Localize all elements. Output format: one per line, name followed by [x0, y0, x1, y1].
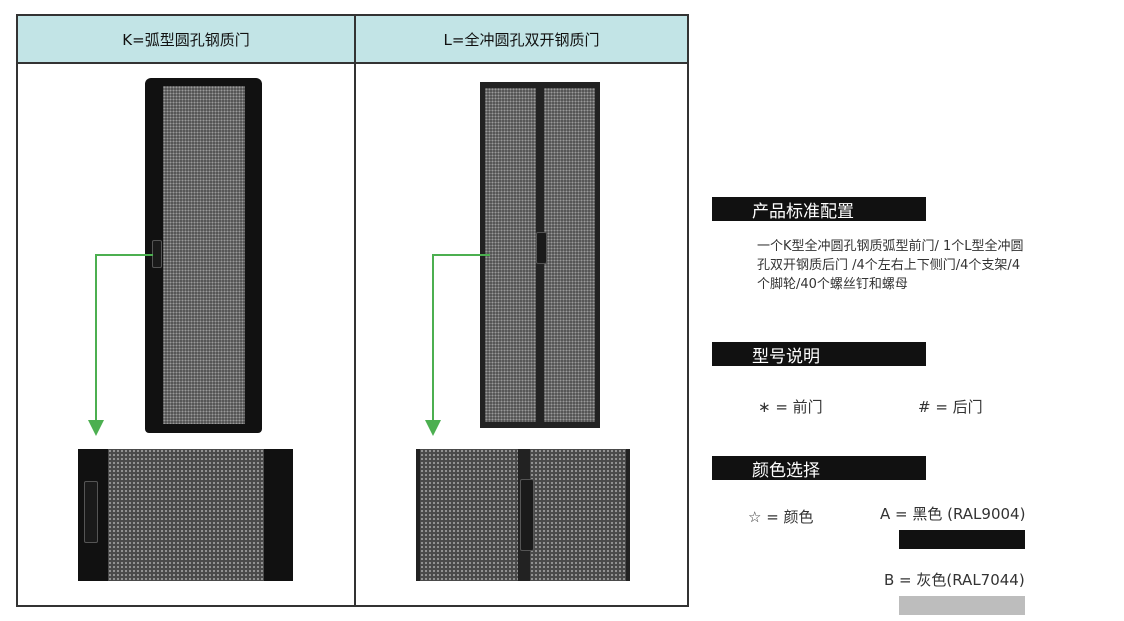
config-line-2: 孔双开钢质后门 /4个左右上下侧门/4个支架/4	[757, 258, 1021, 273]
l-door-mesh-left	[485, 88, 536, 422]
k-arrow-vertical	[95, 254, 97, 422]
l-door-detail-mesh-right	[530, 449, 626, 581]
k-arrow-horizontal	[95, 254, 153, 256]
l-door-detail-image	[416, 449, 630, 581]
door-comparison-table: K=弧型圆孔钢质门 L=全冲圆孔双开钢质门	[16, 14, 689, 607]
model-title: 型号说明	[712, 342, 926, 367]
l-arrow-head	[425, 420, 441, 436]
k-arrow-head	[88, 420, 104, 436]
color-option-a: A = 黑色 (RAL9004)	[880, 505, 1026, 523]
k-door-detail-mesh	[108, 449, 264, 581]
config-line-1: 一个K型全冲圆孔钢质弧型前门/ 1个L型全冲圆	[757, 239, 1024, 254]
l-door-handle	[536, 232, 547, 264]
header-k-door: K=弧型圆孔钢质门	[18, 16, 354, 64]
k-door-detail-handle	[84, 481, 98, 543]
model-back: # = 后门	[918, 398, 983, 416]
color-title: 颜色选择	[712, 456, 926, 481]
k-door-handle	[152, 240, 162, 268]
l-door-mesh-right	[544, 88, 595, 422]
model-front: ∗ = 前门	[758, 398, 823, 416]
config-title: 产品标准配置	[712, 197, 926, 222]
k-door-detail-image	[78, 449, 293, 581]
color-star-label: ☆ = 颜色	[748, 508, 814, 526]
config-line-3: 个脚轮/40个螺丝钉和螺母	[757, 277, 908, 292]
k-door-mesh	[163, 86, 245, 424]
grey-swatch	[899, 596, 1025, 615]
column-divider	[354, 16, 356, 605]
k-door-image	[145, 78, 262, 433]
black-swatch	[899, 530, 1025, 549]
color-option-b: B = 灰色(RAL7044)	[884, 571, 1025, 589]
l-arrow-vertical	[432, 254, 434, 422]
l-arrow-horizontal	[432, 254, 490, 256]
l-door-detail-mesh-left	[420, 449, 518, 581]
header-l-door: L=全冲圆孔双开钢质门	[356, 16, 687, 64]
l-door-image	[480, 82, 600, 428]
l-door-detail-handle	[520, 479, 534, 551]
